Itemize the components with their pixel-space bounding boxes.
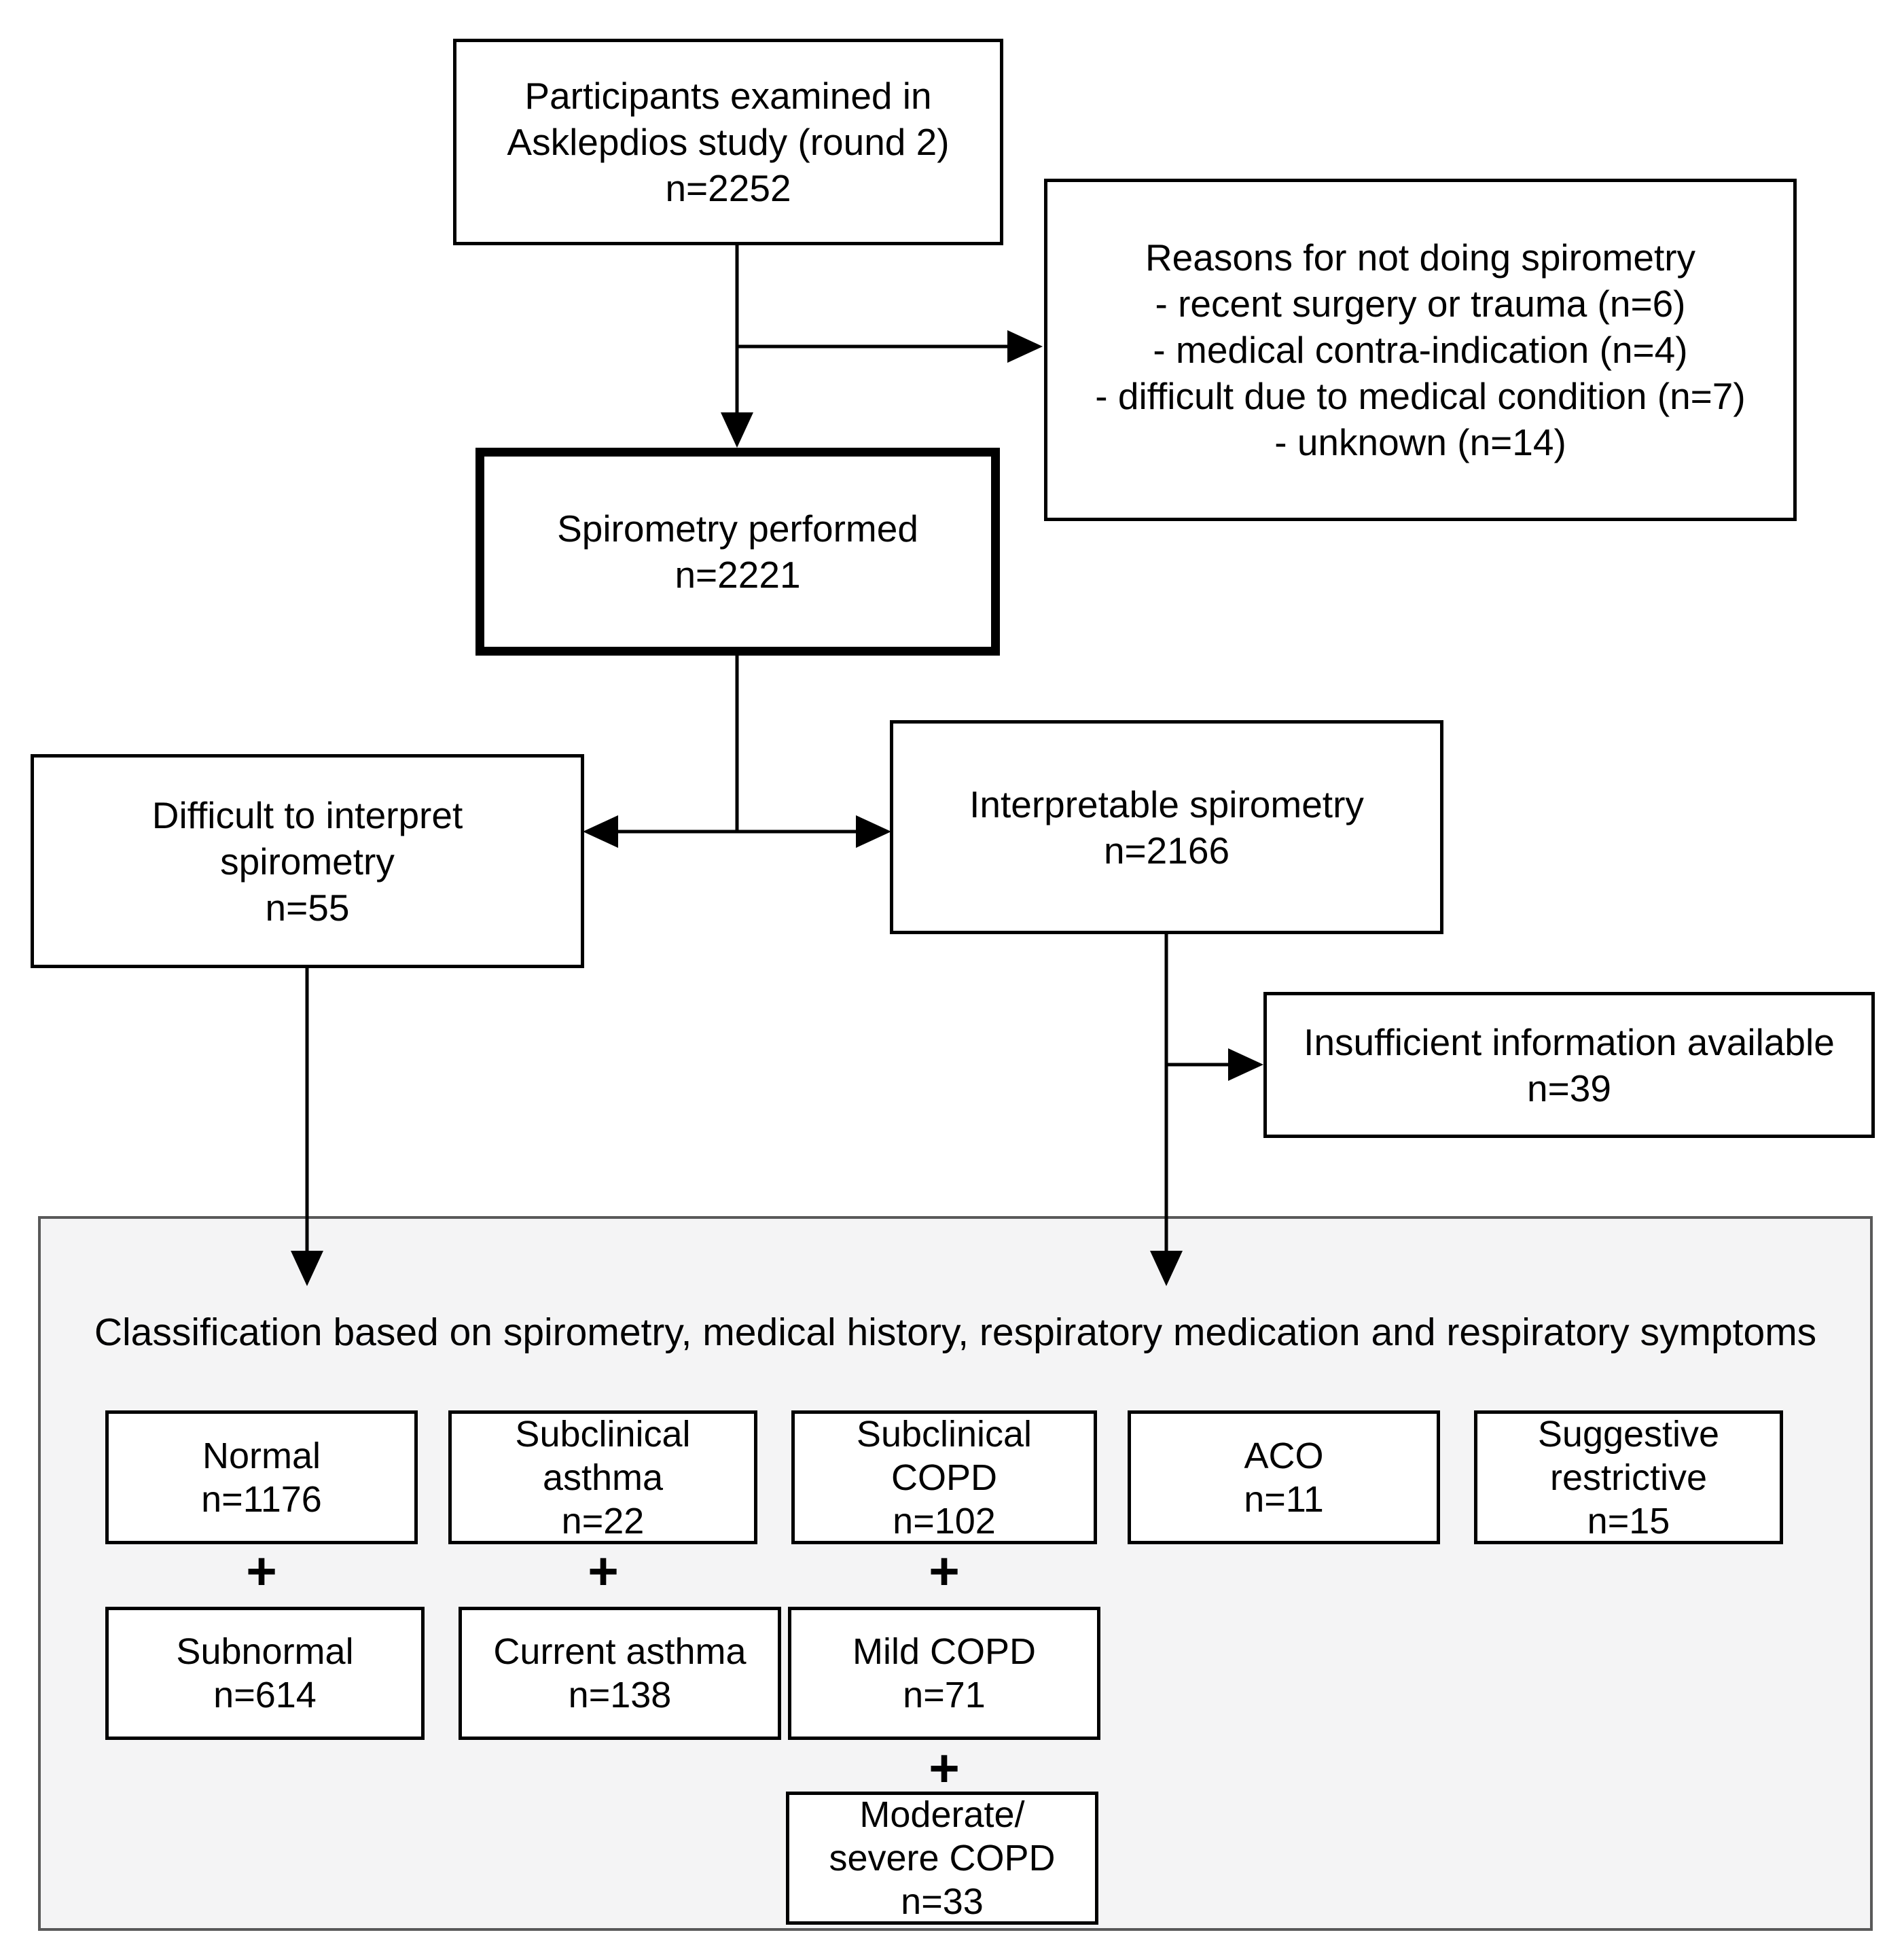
arrow-participants-to-spirometry	[721, 245, 753, 448]
node-subclinical-asthma: Subclinical asthma n=22	[448, 1410, 757, 1544]
text-line: n=71	[903, 1675, 986, 1715]
text-line: n=39	[1527, 1067, 1611, 1109]
text-line: n=2221	[675, 554, 801, 596]
arrow-to-insufficient	[1166, 1048, 1263, 1081]
node-mild-copd: Mild COPD n=71	[788, 1607, 1100, 1740]
text-line: Reasons for not doing spirometry	[1145, 236, 1696, 279]
node-normal: Normal n=1176	[105, 1410, 418, 1544]
text-line: Mild COPD	[852, 1631, 1037, 1672]
text-line: Asklepdios study (round 2)	[507, 121, 950, 163]
node-subclinical-copd: Subclinical COPD n=102	[791, 1410, 1097, 1544]
plus-sign: +	[588, 1541, 619, 1601]
text-line: n=1176	[201, 1478, 322, 1520]
plus-sign: +	[246, 1541, 277, 1601]
text-line: asthma	[542, 1457, 664, 1498]
arrow-spirometry-split	[583, 656, 891, 848]
text-line: - unknown (n=14)	[1274, 421, 1566, 463]
text-line: - recent surgery or trauma (n=6)	[1155, 283, 1686, 325]
text-line: n=11	[1244, 1478, 1324, 1520]
text-line: Interpretable spirometry	[969, 783, 1364, 825]
plus-sign: +	[929, 1541, 960, 1601]
text-line: severe COPD	[829, 1838, 1056, 1879]
node-current-asthma: Current asthma n=138	[459, 1607, 781, 1740]
node-difficult-to-interpret: Difficult to interpret spirometry n=55	[31, 754, 584, 968]
text-line: n=15	[1587, 1500, 1670, 1542]
text-line: n=2252	[665, 167, 791, 209]
node-insufficient-information: Insufficient information available n=39	[1263, 992, 1875, 1138]
node-moderate-severe-copd: Moderate/ severe COPD n=33	[786, 1792, 1098, 1925]
text-line: n=138	[568, 1675, 672, 1715]
plus-sign: +	[929, 1738, 960, 1798]
text-line: COPD	[891, 1457, 997, 1498]
text-line: n=102	[893, 1500, 996, 1542]
text-line: n=614	[213, 1675, 317, 1715]
text-line: Normal	[202, 1435, 321, 1476]
text-line: Insufficient information available	[1304, 1020, 1835, 1063]
node-interpretable-spirometry: Interpretable spirometry n=2166	[890, 720, 1443, 934]
text-line: Participants examined in	[524, 75, 932, 117]
arrow-to-reasons	[737, 330, 1043, 363]
text-line: Subclinical	[515, 1413, 691, 1455]
text-line: n=22	[561, 1500, 645, 1542]
text-line: ACO	[1244, 1435, 1324, 1476]
node-spirometry-performed: Spirometry performed n=2221	[475, 448, 1000, 656]
text-line: restrictive	[1549, 1457, 1708, 1498]
text-line: Current asthma	[493, 1631, 747, 1672]
text-line: Moderate/	[859, 1794, 1025, 1835]
node-suggestive-restrictive: Suggestive restrictive n=15	[1474, 1410, 1783, 1544]
node-subnormal: Subnormal n=614	[105, 1607, 425, 1740]
text-line: n=33	[901, 1881, 984, 1922]
text-line: Suggestive	[1537, 1413, 1720, 1455]
node-aco: ACO n=11	[1128, 1410, 1440, 1544]
text-line: n=55	[265, 886, 350, 929]
text-line: Subnormal	[176, 1631, 354, 1672]
node-reasons-not-doing-spirometry: Reasons for not doing spirometry - recen…	[1044, 179, 1797, 521]
text-line: - difficult due to medical condition (n=…	[1095, 375, 1746, 417]
text-line: spirometry	[220, 840, 395, 883]
node-participants-examined: Participants examined in Asklepdios stud…	[453, 39, 1003, 245]
text-line: n=2166	[1103, 829, 1230, 872]
text-line: - medical contra-indication (n=4)	[1153, 329, 1688, 371]
text-line: Difficult to interpret	[151, 794, 463, 836]
classification-title: Classification based on spirometry, medi…	[94, 1311, 1817, 1354]
text-line: Subclinical	[856, 1413, 1032, 1455]
text-line: Spirometry performed	[557, 508, 918, 550]
